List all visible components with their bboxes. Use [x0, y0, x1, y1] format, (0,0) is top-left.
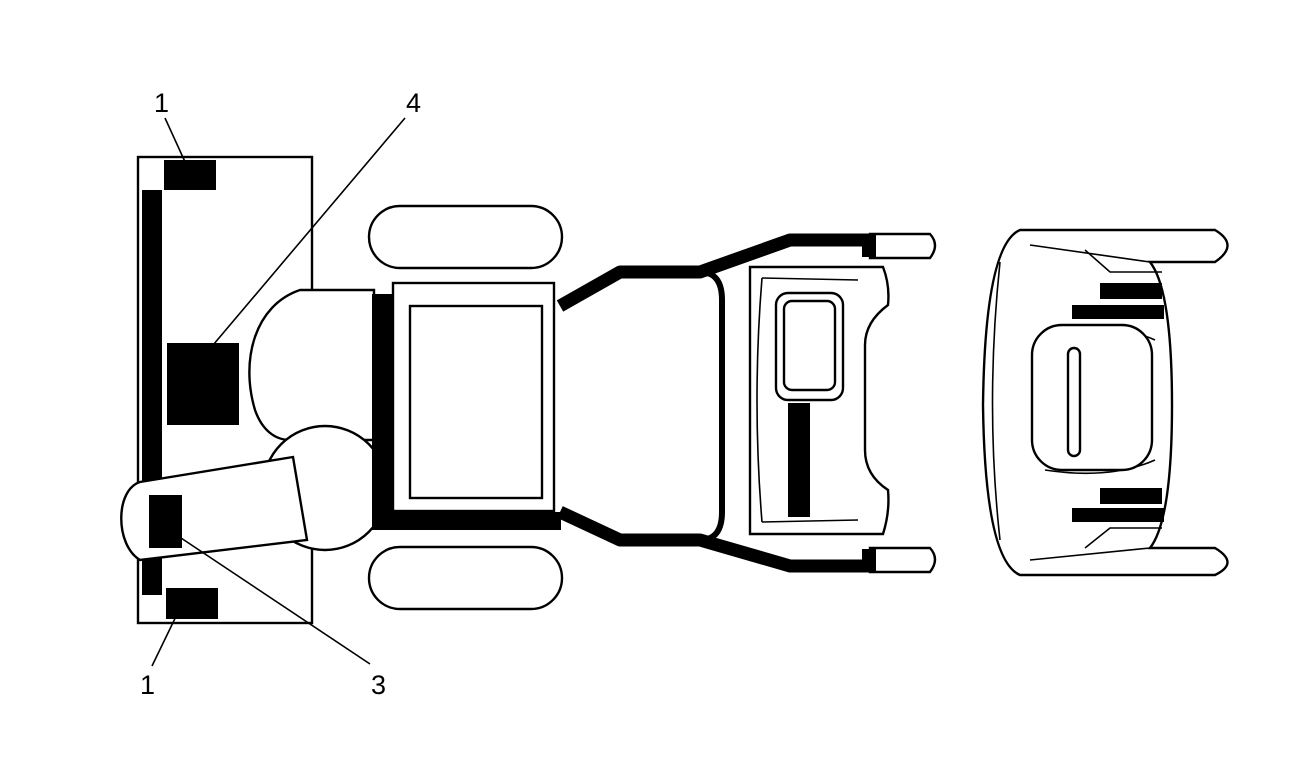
leader-4 [196, 117, 406, 365]
component-1-bottom [166, 588, 218, 619]
component-4 [167, 343, 239, 425]
cab-panel [391, 281, 556, 513]
engine-compartment [748, 265, 890, 536]
rear-left-wheel [367, 204, 564, 270]
leader-3 [171, 531, 371, 665]
front-extensions [862, 232, 937, 574]
front-bumper [981, 228, 1229, 577]
tank-lobe-upper [248, 288, 376, 442]
rear-axle [372, 294, 394, 530]
callout-3: 3 [371, 670, 386, 700]
callout-1-top: 1 [154, 88, 169, 118]
callout-1-bottom: 1 [140, 670, 155, 700]
leader-1-bottom [151, 603, 183, 667]
component-1-top [164, 160, 216, 190]
rear-right-wheel [367, 545, 564, 611]
frame-rails [383, 233, 870, 573]
component-3 [149, 495, 182, 548]
leader-1-top [164, 117, 187, 165]
callout-4: 4 [406, 88, 421, 118]
